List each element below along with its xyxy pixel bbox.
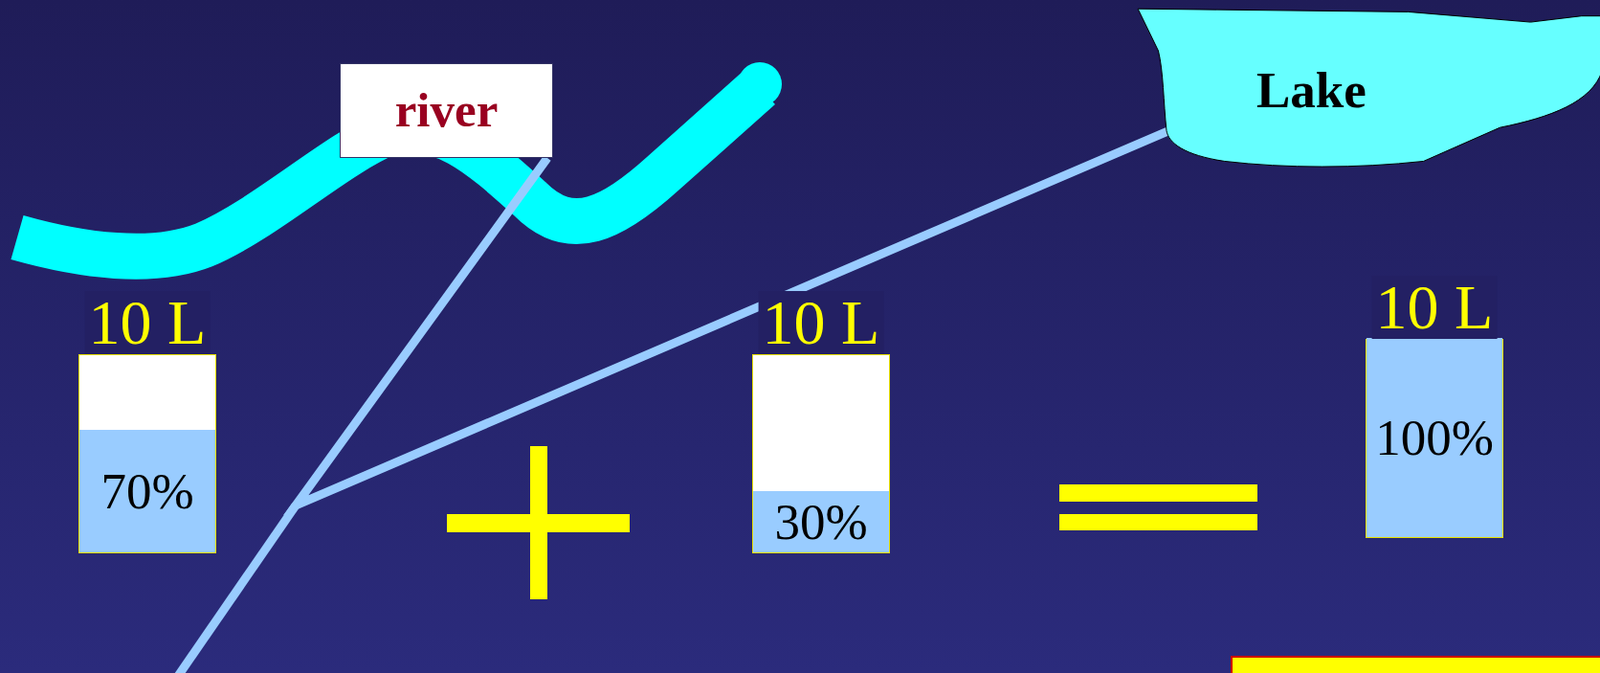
volume-label: 10 L [1372,275,1498,339]
beaker: 10 L30% [752,354,890,554]
river-label: river [395,86,499,135]
river-end [737,62,782,107]
water-fill: 100% [1366,337,1503,537]
lake-shape: Lake [1135,5,1600,170]
plus-sign [446,513,630,533]
equals-sign [1059,513,1258,531]
water-fill: 70% [79,429,216,553]
beaker: 10 L100% [1365,338,1504,538]
lake-outline [1137,8,1600,167]
lake-outline [1135,5,1600,170]
volume-label: 10 L [85,290,211,355]
pipe-connector [295,127,1178,506]
yellow-panel [1231,656,1600,673]
water-fill: 30% [753,490,889,553]
lake-label: Lake [1256,65,1367,116]
volume-label: 10 L [758,290,885,355]
percent-label: 100% [1375,412,1494,464]
beaker: 10 L70% [78,354,217,554]
river-label-box: river [339,63,554,158]
percent-label: 70% [100,466,194,517]
percent-label: 30% [774,496,867,548]
equals-sign [1059,484,1258,502]
